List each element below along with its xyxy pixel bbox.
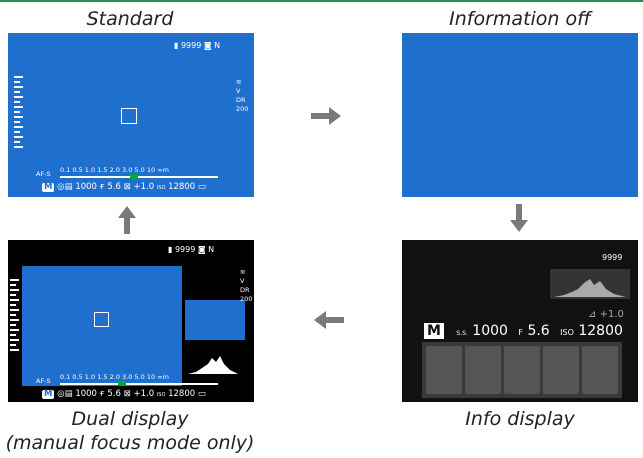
card-icon: ▮ [168, 245, 173, 254]
film-sim-icon: V [236, 87, 241, 95]
info-mode-badge: M [424, 323, 444, 339]
dual-bottom-bar: M ◎▤ 1000 ғ 5.6 ⊠ +1.0 ISO 12800 ▭ [42, 390, 206, 399]
iso-icon: ISO [156, 185, 166, 191]
card-icon: ▮ [174, 41, 179, 50]
dual-quality: N [208, 245, 215, 254]
arrow-up-icon [118, 206, 136, 234]
standard-shots-count: 9999 [180, 41, 202, 50]
ev-icon: ⊿ [588, 309, 597, 320]
standard-iso: 12800 [168, 182, 196, 192]
distance-marker [130, 174, 138, 179]
function-button-2[interactable] [465, 346, 501, 394]
dual-distance-bar [60, 383, 218, 385]
wb-icon: ≋ [240, 268, 246, 276]
function-button-3[interactable] [504, 346, 540, 394]
iso-icon: ISO [156, 392, 166, 398]
arrow-left-icon [314, 311, 344, 329]
dual-ev: +1.0 [133, 389, 155, 399]
quality-icon: ◙ [203, 41, 212, 50]
standard-ev: +1.0 [133, 182, 155, 192]
film-sim-icon: V [240, 277, 245, 285]
dual-af-mode: AF-S [36, 377, 51, 385]
dual-distance-scale: 0.1 0.5 1.0 1.5 2.0 3.0 5.0 10 ∞m [60, 373, 169, 381]
info-shots: 9999 [602, 253, 623, 262]
dual-secondary-view [185, 300, 245, 340]
info-histogram [554, 279, 626, 297]
function-button-4[interactable] [543, 346, 579, 394]
dual-histogram [188, 356, 238, 374]
standard-screen: ▮ 9999 ◙ N ≋ V DR 200 AF-S 0.1 0.5 1.0 1… [8, 33, 254, 197]
distance-scale: 0.1 0.5 1.0 1.5 2.0 3.0 5.0 10 ∞m [60, 166, 169, 174]
metering-icon: ◎▤ [57, 182, 73, 192]
dual-distance-marker [118, 381, 126, 386]
aperture-icon: ғ [99, 389, 105, 399]
function-button-row [426, 346, 618, 394]
info-shutter: 1000 [472, 323, 508, 339]
standard-film: 200 [236, 105, 249, 113]
ev-icon: ⊠ [123, 389, 131, 399]
dual-right-icons: ≋ V DR 200 [240, 268, 252, 304]
quality-icon: ◙ [197, 245, 206, 254]
dual-iso: 12800 [168, 389, 196, 399]
aperture-icon: ғ [99, 182, 105, 192]
info-off-blue [402, 33, 638, 197]
standard-shots: ▮ 9999 ◙ N [174, 42, 220, 50]
arrow-down-icon [510, 204, 528, 232]
dual-mode-badge: M [42, 389, 55, 399]
battery-icon: ▭ [197, 389, 206, 399]
dual-shots: ▮ 9999 ◙ N [168, 246, 214, 254]
caption-dual-display: Dual display [71, 408, 189, 430]
dr-icon: DR [236, 96, 246, 104]
standard-shutter: 1000 [75, 182, 97, 192]
battery-icon: ▭ [197, 182, 206, 192]
wb-icon: ≋ [236, 78, 242, 86]
ss-label: S.S. [456, 330, 468, 337]
standard-bottom-bar: M ◎▤ 1000 ғ 5.6 ⊠ +1.0 ISO 12800 ▭ [42, 183, 206, 192]
info-aperture: 5.6 [527, 323, 550, 339]
caption-standard: Standard [86, 8, 174, 30]
info-off-screen [402, 33, 638, 197]
f-label: F [518, 328, 523, 337]
af-mode-label: AF-S [36, 170, 51, 178]
metering-icon: ◎▤ [57, 389, 73, 399]
info-main-readout: M S.S. 1000 F 5.6 ISO 12800 [424, 323, 623, 339]
dual-shutter: 1000 [75, 389, 97, 399]
function-button-5[interactable] [582, 346, 618, 394]
mode-badge: M [42, 182, 55, 192]
dual-film: 200 [240, 295, 253, 303]
dual-aperture: 5.6 [107, 389, 121, 399]
exposure-scale [14, 73, 26, 151]
function-button-1[interactable] [426, 346, 462, 394]
caption-info-display: Info display [465, 408, 575, 430]
focus-frame [121, 108, 137, 124]
info-iso: 12800 [578, 323, 623, 339]
dr-icon: DR [240, 286, 250, 294]
distance-bar [60, 176, 218, 178]
caption-dual-note: (manual focus mode only) [5, 432, 255, 454]
info-display-screen: 9999 ⊿ +1.0 M S.S. 1000 F 5.6 ISO 12800 [402, 240, 638, 402]
iso-label: ISO [560, 328, 574, 337]
dual-exposure-scale [10, 276, 22, 354]
dual-shots-count: 9999 [174, 245, 196, 254]
caption-information-off: Information off [449, 8, 591, 30]
dual-focus-frame [94, 312, 109, 327]
standard-aperture: 5.6 [107, 182, 121, 192]
top-accent-line [0, 0, 643, 2]
arrow-right-icon [311, 107, 341, 125]
standard-quality: N [214, 41, 221, 50]
right-icons: ≋ V DR 200 [236, 78, 248, 114]
info-ev-value: +1.0 [599, 309, 624, 320]
ev-icon: ⊠ [123, 182, 131, 192]
dual-screen: ▮ 9999 ◙ N ≋ V DR 200 AF-S 0.1 0.5 1.0 1… [8, 240, 254, 402]
info-ev: ⊿ +1.0 [588, 310, 624, 320]
